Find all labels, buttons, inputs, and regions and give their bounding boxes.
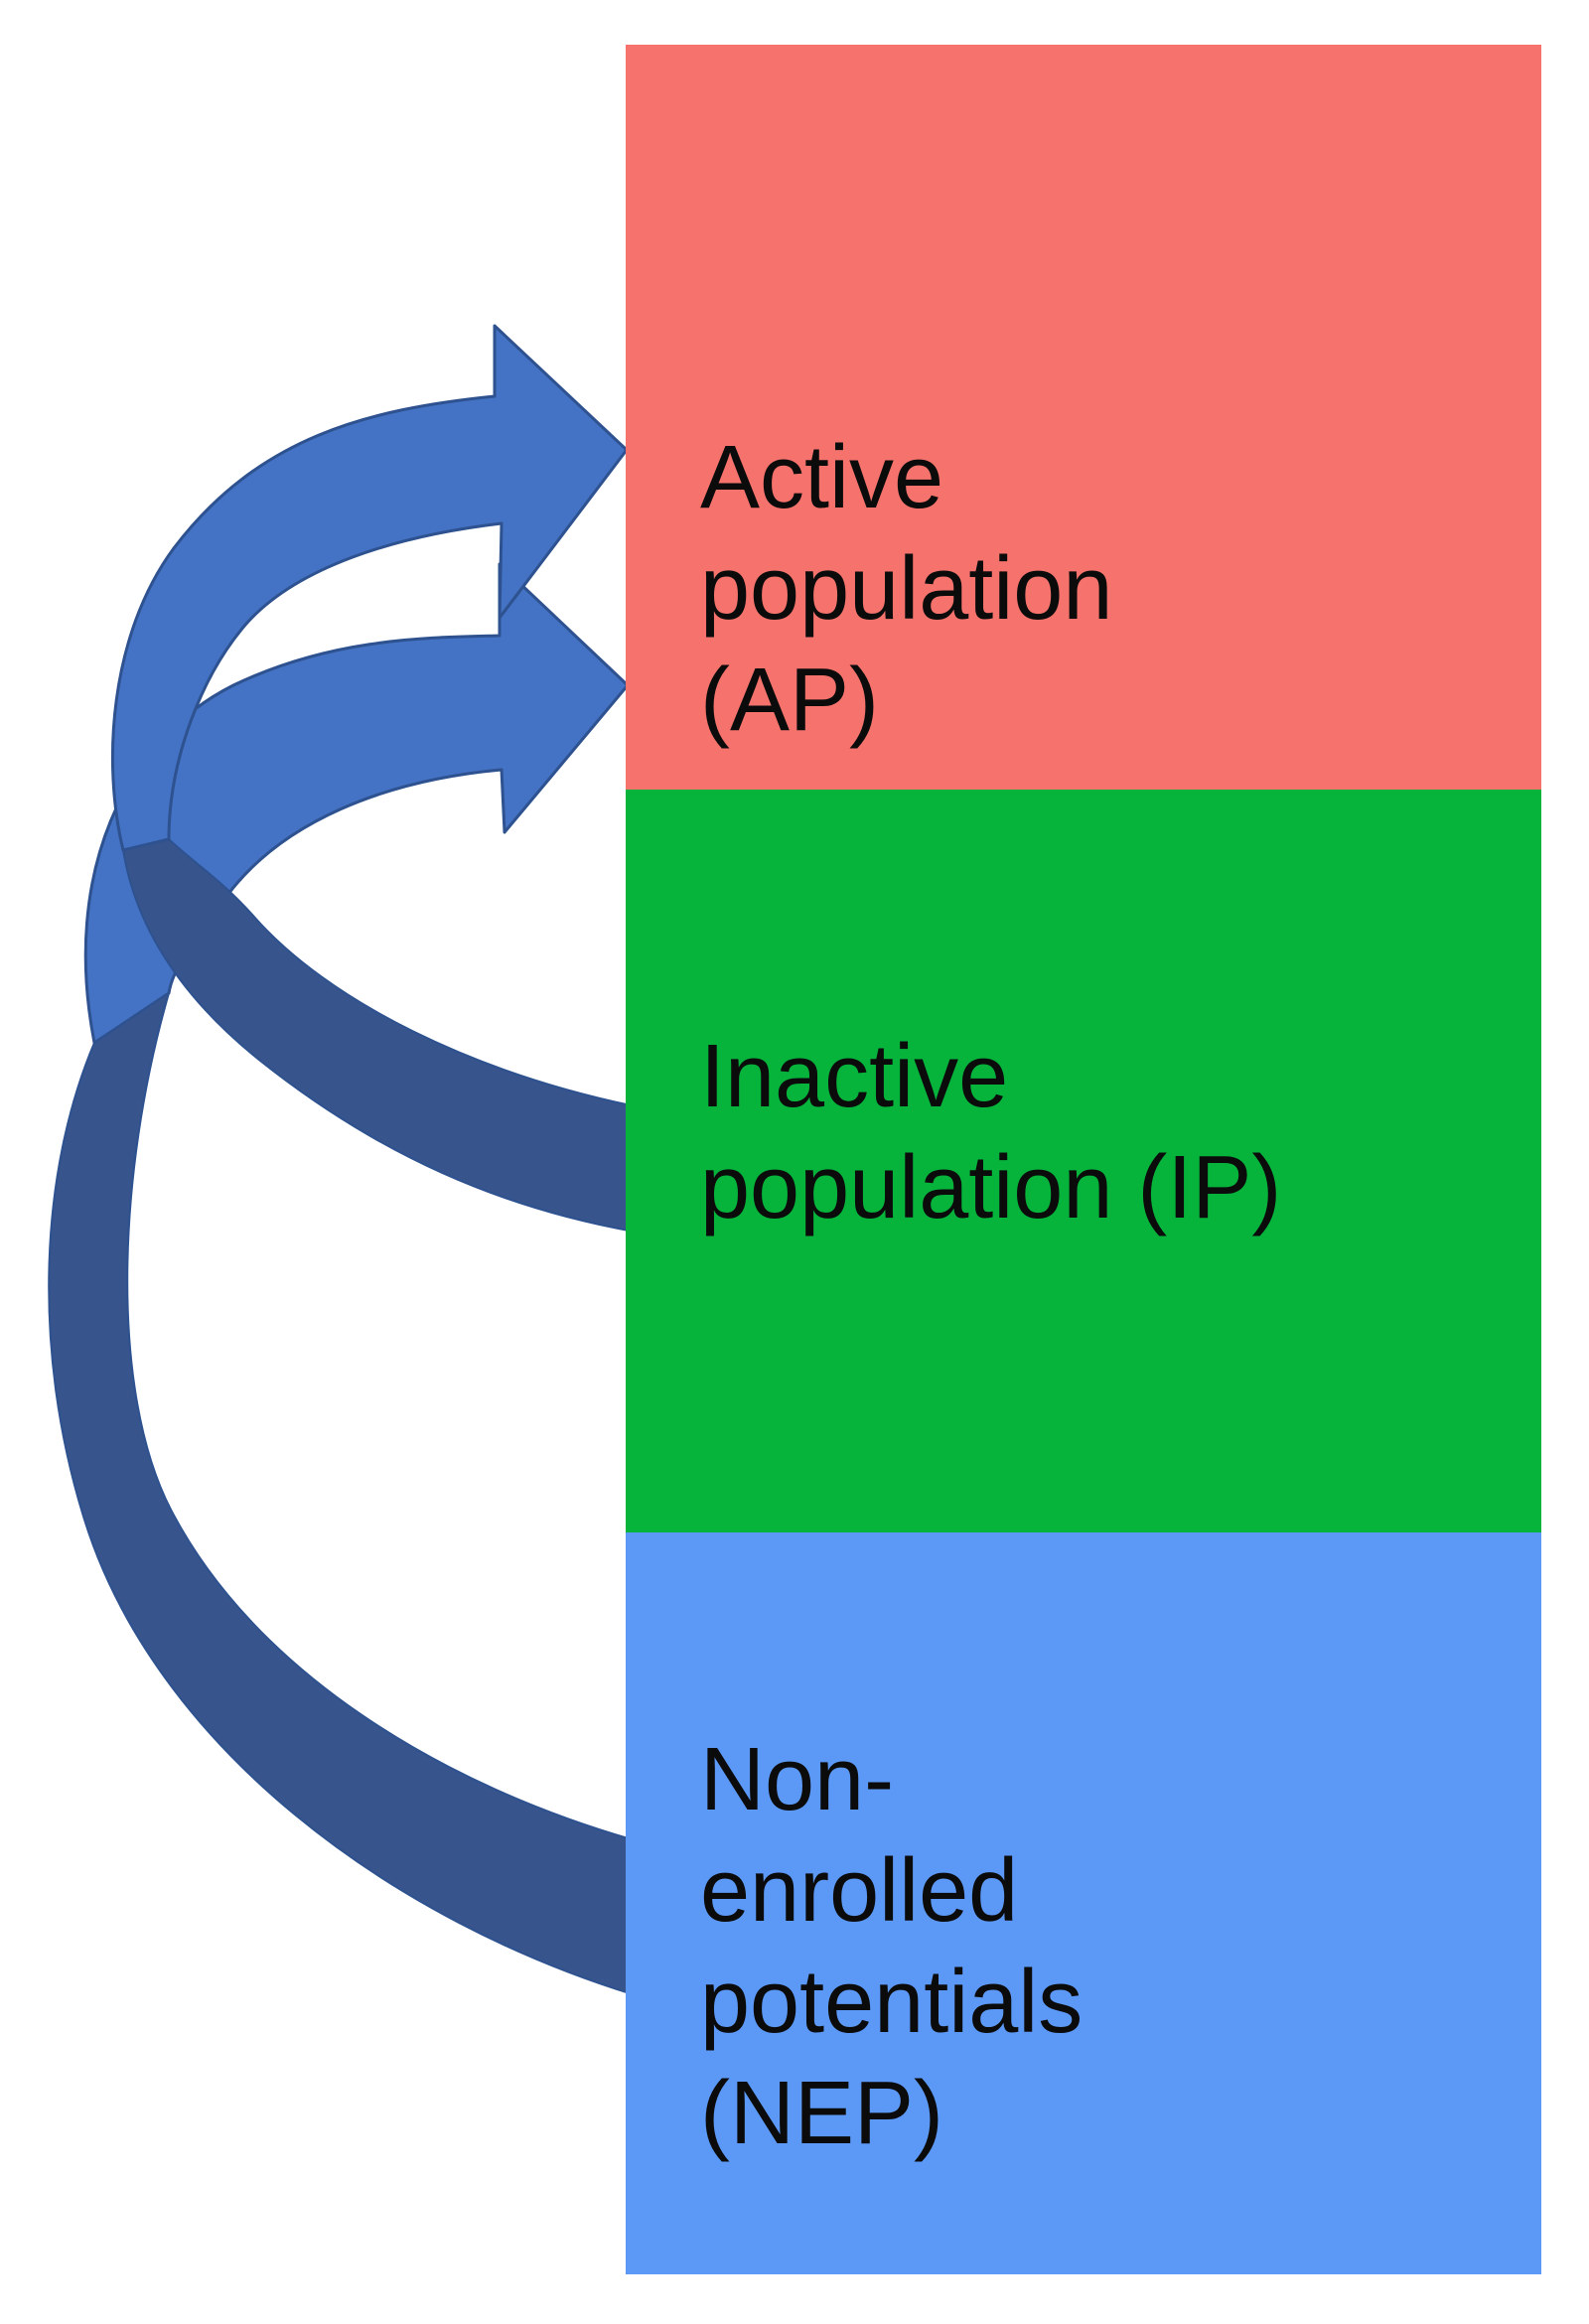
label-non-enrolled-potentials: Non- enrolled potentials (NEP) <box>700 1724 1083 2169</box>
label-line: (AP) <box>700 651 879 750</box>
label-line: potentials <box>700 1953 1083 2052</box>
label-inactive-population: Inactive population (IP) <box>700 1021 1281 1243</box>
arrow-ip-to-ap-body <box>110 324 629 852</box>
block-non-enrolled-potentials <box>626 1532 1541 2274</box>
arrow-ip-to-ap-tail <box>122 838 647 1235</box>
label-line: (NEP) <box>700 2064 943 2163</box>
label-line: population <box>700 539 1113 639</box>
label-line: enrolled <box>700 1841 1019 1941</box>
label-line: population (IP) <box>700 1138 1282 1237</box>
label-line: Non- <box>700 1730 895 1829</box>
block-active-population <box>626 45 1541 790</box>
label-line: Active <box>700 428 944 527</box>
block-inactive-population <box>626 790 1541 1532</box>
label-active-population: Active population (AP) <box>700 422 1112 756</box>
label-line: Inactive <box>700 1027 1009 1126</box>
